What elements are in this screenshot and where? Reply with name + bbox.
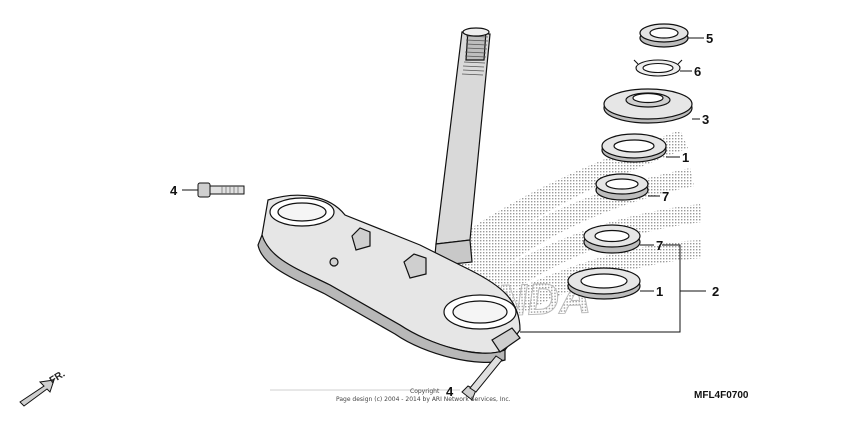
copyright-line-1: Copyright (410, 388, 440, 395)
dust-seal-upper (601, 133, 667, 163)
adjusting-nut (603, 88, 693, 124)
pinch-bolt-left (197, 182, 245, 198)
callout-7-upper: 7 (662, 189, 669, 204)
bearing-set-bracket (520, 244, 706, 333)
front-direction-arrow: FR. (19, 369, 67, 407)
copyright-line-2: Page design (c) 2004 - 2014 by ARI Netwo… (336, 396, 511, 403)
callout-4-right: 4 (446, 384, 454, 399)
dust-seal-lower (567, 267, 641, 300)
steering-stem-nut (639, 23, 689, 48)
bearing-upper (595, 173, 649, 201)
bearing-lower (583, 224, 641, 254)
callout-5: 5 (706, 31, 713, 46)
callout-6: 6 (694, 64, 701, 79)
pinch-bolt-right (461, 355, 503, 401)
callout-1-lower: 1 (656, 284, 663, 299)
lock-washer (633, 59, 683, 77)
bottom-bridge (257, 194, 521, 363)
callout-2: 2 (712, 284, 719, 299)
steering-stem (433, 27, 491, 267)
callout-7-lower: 7 (656, 238, 663, 253)
callout-labels: 5 6 3 1 7 7 1 2 4 4 (170, 31, 719, 399)
diagram-part-code: MFL4F0700 (694, 390, 749, 401)
leader-lines (182, 37, 704, 391)
callout-1-upper: 1 (682, 150, 689, 165)
callout-4-left: 4 (170, 183, 178, 198)
callout-3: 3 (702, 112, 709, 127)
